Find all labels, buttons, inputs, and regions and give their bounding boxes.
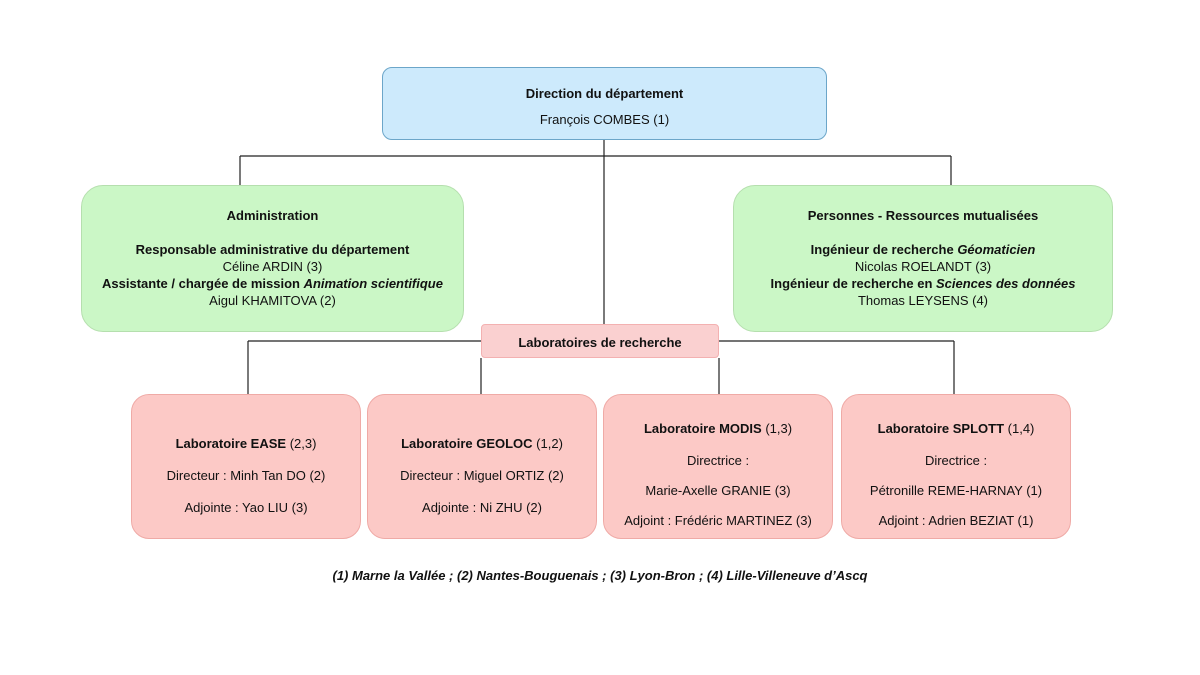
lab-splott-name: Laboratoire SPLOTT: [877, 421, 1005, 436]
lab-ease-director: Directeur : Minh Tan DO (2): [166, 468, 326, 483]
lab-geoloc-box: Laboratoire GEOLOC (1,2) Directeur : Mig…: [367, 394, 597, 539]
lab-modis-sites: (1,3): [761, 421, 793, 436]
mutualised-title: Personnes - Ressources mutualisées: [807, 208, 1039, 223]
lab-ease-box: Laboratoire EASE (2,3) Directeur : Minh …: [131, 394, 361, 539]
mutualised-role-1: Ingénieur de recherche Géomaticien: [734, 241, 1112, 258]
mutualised-role-2-prefix: Ingénieur de recherche en: [770, 276, 936, 291]
mutualised-box: Personnes - Ressources mutualisées Ingén…: [733, 185, 1113, 332]
lab-modis-deputy: Adjoint : Frédéric MARTINEZ (3): [624, 513, 812, 528]
lab-splott-sites: (1,4): [1004, 421, 1035, 436]
lab-modis-name: Laboratoire MODIS: [643, 421, 762, 436]
lab-modis-director-label: Directrice :: [686, 453, 750, 468]
administration-role-1: Responsable administrative du départemen…: [135, 242, 410, 257]
lab-ease-name: Laboratoire EASE: [175, 436, 287, 451]
mutualised-person-1: Nicolas ROELANDT (3): [854, 259, 992, 274]
labs-header-title: Laboratoires de recherche: [518, 335, 682, 350]
mutualised-role-2: Ingénieur de recherche en Sciences des d…: [734, 275, 1112, 292]
administration-box: Administration Responsable administrativ…: [81, 185, 464, 332]
lab-geoloc-name: Laboratoire GEOLOC: [401, 436, 533, 451]
mutualised-person-2: Thomas LEYSENS (4): [857, 293, 989, 308]
lab-geoloc-sites: (1,2): [532, 436, 563, 451]
administration-person-1: Céline ARDIN (3): [222, 259, 323, 274]
administration-role-2-italic: Animation scientifique: [303, 276, 443, 291]
lab-ease-sites: (2,3): [286, 436, 317, 451]
mutualised-role-1-prefix: Ingénieur de recherche: [810, 242, 958, 257]
mutualised-role-1-italic: Géomaticien: [957, 242, 1036, 257]
direction-box: Direction du département François COMBES…: [382, 67, 827, 140]
lab-modis-title: Laboratoire MODIS (1,3): [604, 420, 832, 437]
administration-role-2: Assistante / chargée de mission Animatio…: [82, 275, 463, 292]
administration-title: Administration: [226, 208, 319, 223]
lab-splott-director: Pétronille REME-HARNAY (1): [869, 483, 1043, 498]
lab-ease-deputy: Adjointe : Yao LIU (3): [184, 500, 308, 515]
direction-title: Direction du département: [525, 86, 684, 101]
administration-role-2-prefix: Assistante / chargée de mission: [102, 276, 304, 291]
lab-splott-director-label: Directrice :: [924, 453, 988, 468]
lab-splott-title: Laboratoire SPLOTT (1,4): [842, 420, 1070, 437]
sites-footnote: (1) Marne la Vallée ; (2) Nantes-Bouguen…: [332, 568, 868, 583]
lab-modis-box: Laboratoire MODIS (1,3) Directrice : Mar…: [603, 394, 833, 539]
administration-person-2: Aigul KHAMITOVA (2): [209, 293, 336, 308]
lab-geoloc-title: Laboratoire GEOLOC (1,2): [368, 435, 596, 452]
direction-person: François COMBES (1): [539, 112, 670, 127]
lab-geoloc-deputy: Adjointe : Ni ZHU (2): [422, 500, 542, 515]
labs-header-box: Laboratoires de recherche: [481, 324, 719, 358]
lab-splott-box: Laboratoire SPLOTT (1,4) Directrice : Pé…: [841, 394, 1071, 539]
lab-modis-director: Marie-Axelle GRANIE (3): [645, 483, 791, 498]
lab-splott-deputy: Adjoint : Adrien BEZIAT (1): [878, 513, 1034, 528]
mutualised-role-2-italic: Sciences des données: [936, 276, 1076, 291]
lab-geoloc-director: Directeur : Miguel ORTIZ (2): [400, 468, 564, 483]
lab-ease-title: Laboratoire EASE (2,3): [132, 435, 360, 452]
